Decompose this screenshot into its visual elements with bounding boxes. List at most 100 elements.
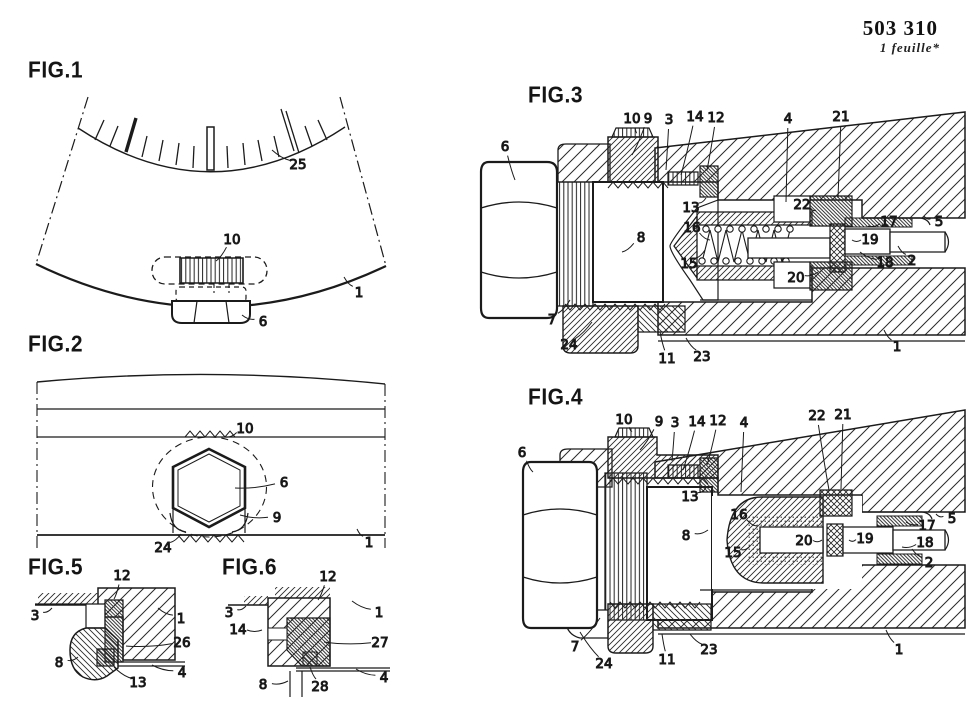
fig4-title: FIG.4 xyxy=(528,385,584,410)
fig3-washer-step xyxy=(638,306,685,332)
fig4-thread-stub xyxy=(605,473,647,620)
fig1-index-pointer xyxy=(207,127,214,170)
leader-line-11 xyxy=(662,634,665,651)
fig1-left-centerline xyxy=(36,97,88,264)
fig1-right-centerline xyxy=(340,97,386,266)
ref-num-14: 14 xyxy=(229,622,246,638)
leader-line-13 xyxy=(698,488,706,493)
ref-num-21: 21 xyxy=(832,109,849,125)
fig4-seal-ring xyxy=(700,458,718,492)
ref-num-6: 6 xyxy=(518,445,527,461)
ref-num-17: 17 xyxy=(918,518,935,534)
ref-num-5: 5 xyxy=(935,214,944,230)
ref-num-2: 2 xyxy=(908,253,917,269)
fig4-knurl-cap xyxy=(615,428,653,437)
ref-num-1: 1 xyxy=(893,339,902,355)
ref-num-28: 28 xyxy=(311,679,328,695)
fig3-valve-cone xyxy=(674,216,697,278)
leader-line-7 xyxy=(558,300,570,313)
fig5-capillary-lines xyxy=(118,662,185,666)
fig2-washer-circle xyxy=(153,437,267,537)
ref-num-10: 10 xyxy=(615,412,632,428)
fig4-plunger-seat xyxy=(760,527,823,553)
ref-num-20: 20 xyxy=(787,270,804,286)
ref-num-18: 18 xyxy=(876,255,893,271)
leader-line-12 xyxy=(318,585,324,600)
ref-num-4: 4 xyxy=(740,415,749,431)
leader-line-17 xyxy=(906,522,918,525)
fig4-packing xyxy=(827,524,843,556)
leader-line-9 xyxy=(240,515,268,518)
leader-line-24 xyxy=(580,632,599,657)
leader-line-22 xyxy=(818,425,829,490)
ref-num-19: 19 xyxy=(861,232,878,248)
fig5-seal-square xyxy=(97,649,114,666)
leader-line-14 xyxy=(247,630,262,632)
leader-line-10 xyxy=(216,247,227,261)
fig1-hex-nut-faces xyxy=(194,301,229,323)
ref-num-26: 26 xyxy=(173,635,190,651)
fig4-hex-nut xyxy=(523,462,597,628)
fig3-capillary-tube xyxy=(890,232,945,252)
leader-line-8 xyxy=(622,243,634,252)
leader-line-9 xyxy=(640,429,654,450)
ref-num-22: 22 xyxy=(808,408,825,424)
leader-line-3 xyxy=(237,606,246,610)
leader-line-18 xyxy=(860,252,877,259)
leader-line-20 xyxy=(813,540,822,542)
leader-line-19 xyxy=(852,240,861,242)
ref-num-6: 6 xyxy=(501,139,510,155)
fig1-scale-ticks xyxy=(95,109,327,168)
fig1-hex-nut xyxy=(172,301,250,323)
ref-num-13: 13 xyxy=(682,200,699,216)
ref-num-18: 18 xyxy=(916,535,933,551)
fig1-stem xyxy=(214,284,229,293)
leader-line-6 xyxy=(235,484,275,488)
fig4-capillary-holder xyxy=(843,527,893,553)
ref-num-7: 7 xyxy=(548,312,557,328)
fig3-tube-end xyxy=(945,232,949,252)
fig4-thread-ring xyxy=(668,465,698,478)
leader-line-4 xyxy=(356,669,375,675)
leader-line-14 xyxy=(683,431,695,470)
leader-line-4 xyxy=(741,432,744,492)
ref-num-1: 1 xyxy=(355,285,364,301)
fig3-knurl-edge xyxy=(608,182,668,188)
ref-num-15: 15 xyxy=(680,256,697,272)
fig4-locknut xyxy=(608,604,653,653)
ref-num-20: 20 xyxy=(795,533,812,549)
ref-num-6: 6 xyxy=(259,314,268,330)
ref-num-2: 2 xyxy=(925,555,934,571)
ref-num-14: 14 xyxy=(686,109,703,125)
ref-num-3: 3 xyxy=(665,112,674,128)
fig3-thread-stub xyxy=(557,182,593,306)
fig6-hatch-strip-top xyxy=(275,587,330,598)
leader-line-4 xyxy=(786,128,788,202)
ref-num-12: 12 xyxy=(707,110,724,126)
ref-num-24: 24 xyxy=(154,540,171,556)
ref-num-21: 21 xyxy=(834,407,851,423)
fig6-seal-square xyxy=(303,652,317,666)
leader-line-21 xyxy=(841,424,843,489)
leader-line-9 xyxy=(632,127,644,155)
ref-num-12: 12 xyxy=(709,413,726,429)
leader-line-16 xyxy=(700,233,711,240)
ref-num-4: 4 xyxy=(784,111,793,127)
leader-line-8 xyxy=(68,657,78,661)
leader-line-19 xyxy=(849,540,856,542)
fig2-hex-nut xyxy=(173,449,245,527)
ref-num-16: 16 xyxy=(683,220,700,236)
fig4-gland-body xyxy=(647,487,712,620)
ref-num-10: 10 xyxy=(236,421,253,437)
ref-num-3: 3 xyxy=(671,415,680,431)
fig2-title: FIG.2 xyxy=(28,332,84,357)
leader-line-25 xyxy=(272,150,290,161)
leader-line-20 xyxy=(805,272,818,276)
fig2-knurl-top xyxy=(185,431,235,437)
fig5-hatch-strip xyxy=(38,593,98,605)
fig1-scale-arc xyxy=(78,127,345,172)
leader-line-18 xyxy=(902,545,916,548)
